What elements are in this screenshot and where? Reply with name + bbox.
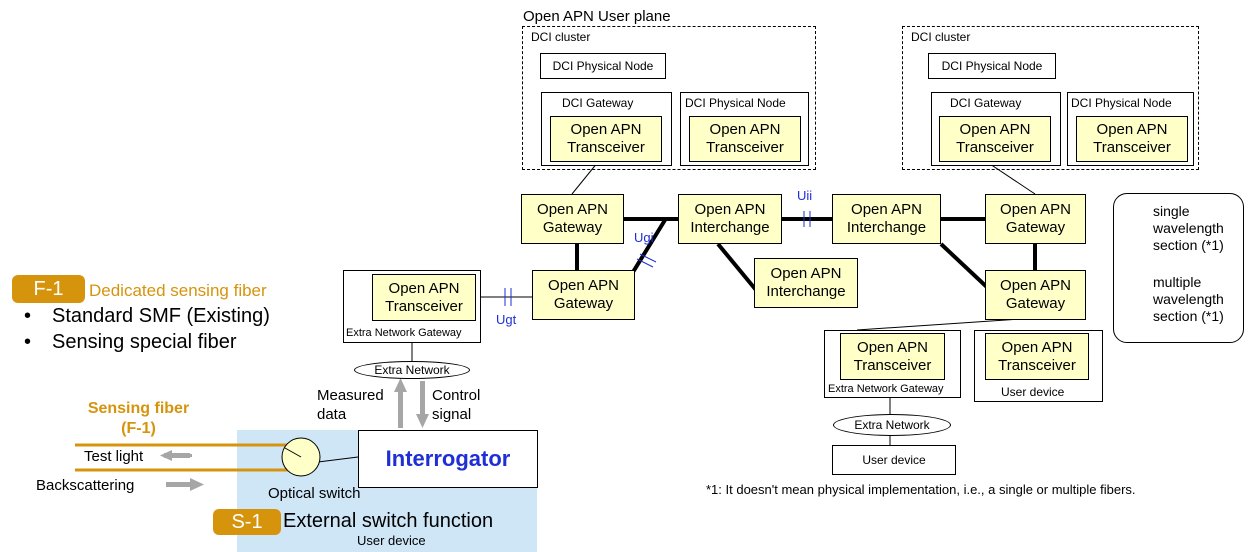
interface-ugi: Ugi bbox=[634, 230, 654, 245]
control-signal-label: Control signal bbox=[432, 387, 481, 423]
sensing-bullet-list: •Standard SMF (Existing) •Sensing specia… bbox=[24, 303, 270, 355]
tag-f1: F-1 bbox=[12, 275, 85, 303]
optical-switch-label: Optical switch bbox=[268, 485, 361, 502]
left-dci-physical-node-top: DCI Physical Node bbox=[540, 53, 666, 79]
left-dci-cluster bbox=[522, 26, 816, 170]
left-dci-physical-node-transceiver: Open APN Transceiver bbox=[689, 116, 801, 162]
footnote: *1: It doesn't mean physical implementat… bbox=[706, 482, 1136, 497]
left-extra-gateway-transceiver: Open APN Transceiver bbox=[372, 274, 476, 321]
interrogator-box: Interrogator bbox=[358, 430, 538, 488]
backscattering-label: Backscattering bbox=[36, 477, 135, 494]
sensing-bullet-2: •Sensing special fiber bbox=[24, 331, 237, 353]
right-dci-cluster bbox=[902, 26, 1199, 170]
right-user-device-bottom: User device bbox=[832, 445, 956, 475]
right-user-device-label: User device bbox=[1001, 385, 1065, 399]
left-dci-cluster-title: DCI cluster bbox=[531, 30, 591, 44]
test-light-label: Test light bbox=[84, 448, 144, 465]
interchange-left: Open APN Interchange bbox=[678, 194, 782, 244]
right-dci-gateway-label: DCI Gateway bbox=[950, 96, 1022, 110]
sensing-bullet-1: •Standard SMF (Existing) bbox=[24, 305, 270, 327]
legend-multiple: multiple wavelength section (*1) bbox=[1153, 274, 1224, 324]
external-switch-label: External switch function bbox=[283, 510, 494, 532]
gateway-left-top: Open APN Gateway bbox=[521, 194, 624, 244]
right-dci-cluster-title: DCI cluster bbox=[911, 30, 971, 44]
right-dci-physical-node-label: DCI Physical Node bbox=[1071, 96, 1172, 110]
right-extra-network: Extra Network bbox=[833, 414, 951, 436]
gateway-right-bottom: Open APN Gateway bbox=[985, 270, 1086, 320]
tag-s1: S-1 bbox=[213, 509, 281, 535]
right-user-device-transceiver: Open APN Transceiver bbox=[985, 333, 1089, 380]
measured-data-label: Measured data bbox=[317, 387, 384, 423]
left-extra-gateway-label: Extra Network Gateway bbox=[346, 327, 462, 339]
right-dci-physical-node-top: DCI Physical Node bbox=[928, 53, 1056, 79]
interchange-right: Open APN Interchange bbox=[832, 194, 941, 244]
interchange-bottom: Open APN Interchange bbox=[754, 258, 858, 308]
left-dci-gateway-label: DCI Gateway bbox=[562, 96, 634, 110]
legend-box bbox=[1113, 193, 1244, 343]
sensing-fiber-label: Sensing fiber (F-1) bbox=[87, 400, 190, 437]
right-extra-gateway-label: Extra Network Gateway bbox=[828, 383, 944, 395]
left-dci-physical-node-label: DCI Physical Node bbox=[685, 96, 786, 110]
left-dci-gateway-transceiver: Open APN Transceiver bbox=[550, 116, 662, 162]
right-extra-gateway-transceiver: Open APN Transceiver bbox=[840, 333, 945, 380]
interface-ugt: Ugt bbox=[496, 312, 517, 327]
interrogator-label: Interrogator bbox=[385, 446, 511, 471]
sensing-user-device-label: User device bbox=[357, 533, 426, 548]
right-dci-gateway-transceiver: Open APN Transceiver bbox=[939, 116, 1051, 162]
interface-uii: Uii bbox=[797, 188, 813, 203]
user-plane-title: Open APN User plane bbox=[523, 8, 671, 25]
dedicated-sensing-title: Dedicated sensing fiber bbox=[89, 281, 267, 300]
gateway-left-bottom: Open APN Gateway bbox=[532, 270, 635, 320]
left-extra-network: Extra Network bbox=[354, 361, 470, 379]
legend-single: single wavelength section (*1) bbox=[1153, 203, 1224, 253]
right-dci-physical-node-transceiver: Open APN Transceiver bbox=[1076, 116, 1188, 162]
gateway-right-top: Open APN Gateway bbox=[985, 194, 1086, 244]
